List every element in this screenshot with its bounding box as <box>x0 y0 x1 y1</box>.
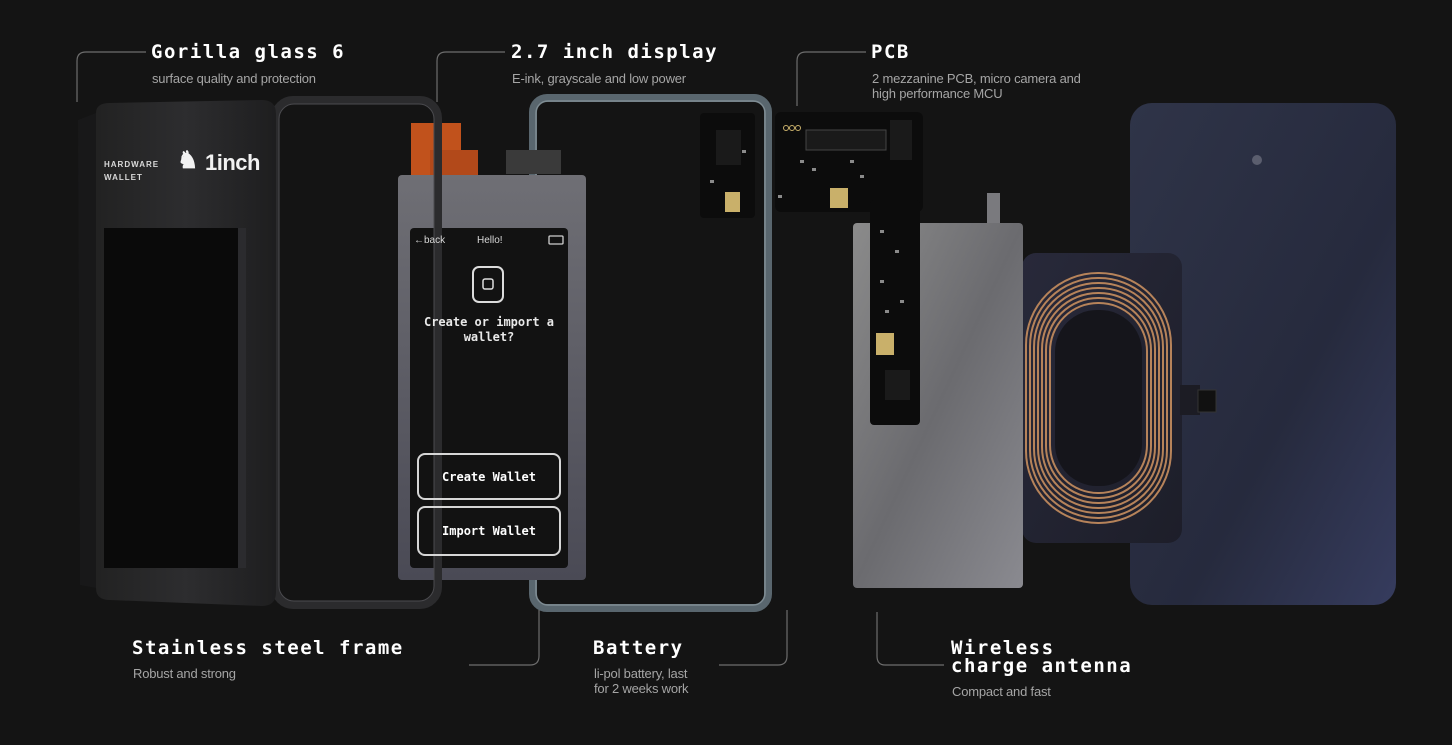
pcb-title: PCB <box>871 41 910 63</box>
battery-subtitle-line1: li-pol battery, last <box>594 666 688 681</box>
glass-window <box>104 228 246 568</box>
glass-brand-line2: WALLET <box>104 173 143 182</box>
antenna-title-line1: Wireless <box>951 637 1055 659</box>
screen-prompt: Create or import a wallet? <box>423 315 555 344</box>
pcb-subtitle: 2 mezzanine PCB, micro camera and high p… <box>872 71 1081 101</box>
unicorn-logo-icon: ♞ <box>177 147 199 174</box>
glass-brand-label: HARDWARE WALLET <box>104 158 159 184</box>
display-connector <box>506 150 561 174</box>
frame-title: Stainless steel frame <box>132 637 404 659</box>
display-title: 2.7 inch display <box>511 41 719 63</box>
display-panel <box>410 228 568 568</box>
frame-subtitle: Robust and strong <box>133 666 236 681</box>
antenna-title-line2: charge antenna <box>951 655 1133 677</box>
antenna-subtitle: Compact and fast <box>952 684 1051 699</box>
wireless-coil <box>1025 272 1172 524</box>
screen-header: Hello! <box>477 235 503 246</box>
back-cover <box>1130 103 1396 605</box>
battery-subtitle-line2: for 2 weeks work <box>594 681 689 696</box>
screen-back-link: ←back <box>414 235 446 246</box>
battery-title: Battery <box>593 637 684 659</box>
glass-brand-line1: HARDWARE <box>104 160 160 169</box>
screen-create-wallet-button: Create Wallet <box>417 453 561 500</box>
back-cover-hole <box>1252 155 1262 165</box>
leader-lines <box>76 51 944 666</box>
glass-subtitle: surface quality and protection <box>152 71 316 86</box>
pcb-board <box>700 112 923 425</box>
glass-title: Gorilla glass 6 <box>151 41 346 63</box>
display-subtitle: E-ink, grayscale and low power <box>512 71 686 86</box>
glass-logo-text: 1inch <box>205 150 260 175</box>
screen-import-wallet-button: Import Wallet <box>417 506 561 556</box>
